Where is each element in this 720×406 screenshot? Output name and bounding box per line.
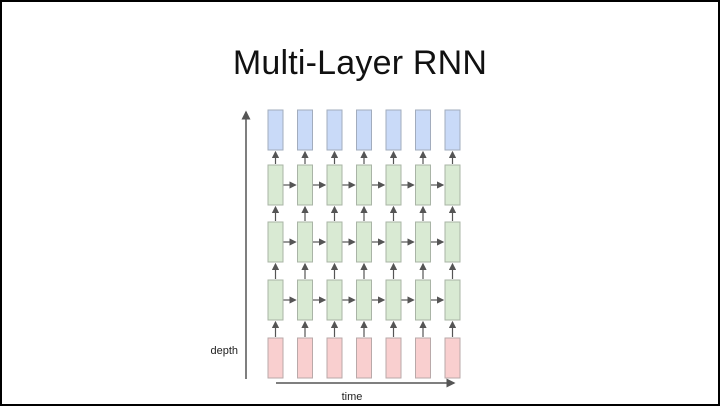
output-cell (444, 109, 461, 151)
hidden-cell (385, 164, 402, 206)
connection-arrows (271, 150, 457, 337)
hidden-cell (326, 221, 343, 263)
hidden-cell (415, 164, 431, 206)
hidden-cell (444, 221, 461, 263)
output-cell (415, 109, 431, 151)
rnn-cells (267, 109, 461, 379)
hidden-cell (385, 279, 402, 321)
hidden-cell (326, 164, 343, 206)
output-cell (385, 109, 402, 151)
input-cell (267, 337, 284, 379)
time-axis-label: time (342, 391, 363, 403)
input-cell (385, 337, 402, 379)
input-cell (326, 337, 343, 379)
hidden-cell (444, 164, 461, 206)
hidden-cell (385, 221, 402, 263)
hidden-cell (356, 164, 372, 206)
output-cell (297, 109, 313, 151)
axes: depth time (210, 110, 456, 403)
input-cell (415, 337, 431, 379)
hidden-cell (326, 279, 343, 321)
hidden-cell (267, 164, 284, 206)
hidden-cell (415, 221, 431, 263)
hidden-cell (444, 279, 461, 321)
hidden-cell (356, 221, 372, 263)
output-cell (326, 109, 343, 151)
input-cell (444, 337, 461, 379)
hidden-cell (356, 279, 372, 321)
hidden-cell (267, 279, 284, 321)
depth-axis-label: depth (210, 345, 238, 357)
hidden-cell (297, 164, 313, 206)
hidden-cell (267, 221, 284, 263)
slide-title: Multi-Layer RNN (232, 44, 488, 82)
hidden-cell (415, 279, 431, 321)
input-cell (356, 337, 372, 379)
output-cell (356, 109, 372, 151)
hidden-cell (297, 279, 313, 321)
hidden-cell (297, 221, 313, 263)
input-cell (297, 337, 313, 379)
output-cell (267, 109, 284, 151)
